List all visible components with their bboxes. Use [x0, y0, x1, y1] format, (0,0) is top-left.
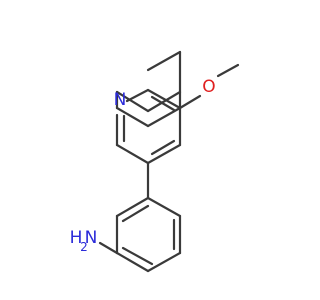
- amine-nitrogen-label: N: [85, 228, 98, 248]
- structure-canvas: N O N H 2: [70, 50, 240, 273]
- bond: [115, 106, 150, 128]
- amine-hydrogen-label: H: [70, 228, 83, 248]
- bond: [146, 196, 182, 218]
- bond: [150, 139, 176, 156]
- bond: [125, 88, 150, 103]
- amine-hydrogen-count-label: 2: [80, 240, 88, 254]
- bond: [146, 251, 182, 273]
- bond: [150, 95, 176, 112]
- molecule-diagram: N O N H 2: [70, 50, 240, 273]
- bond: [146, 143, 182, 165]
- bond: [146, 90, 182, 113]
- bond: [115, 143, 150, 165]
- amine-group-label: N H 2: [70, 228, 98, 254]
- methoxy-oxygen-label: O: [202, 77, 215, 97]
- pyridine-nitrogen-label: N: [114, 90, 127, 110]
- bond: [178, 94, 202, 110]
- bond: [146, 50, 182, 72]
- bond: [98, 241, 119, 255]
- bond: [121, 204, 150, 223]
- bond: [216, 63, 240, 78]
- bond: [115, 90, 150, 113]
- bond: [146, 106, 182, 128]
- bond: [121, 246, 154, 266]
- bond: [146, 88, 182, 110]
- bond: [115, 196, 150, 218]
- bond: [115, 251, 150, 273]
